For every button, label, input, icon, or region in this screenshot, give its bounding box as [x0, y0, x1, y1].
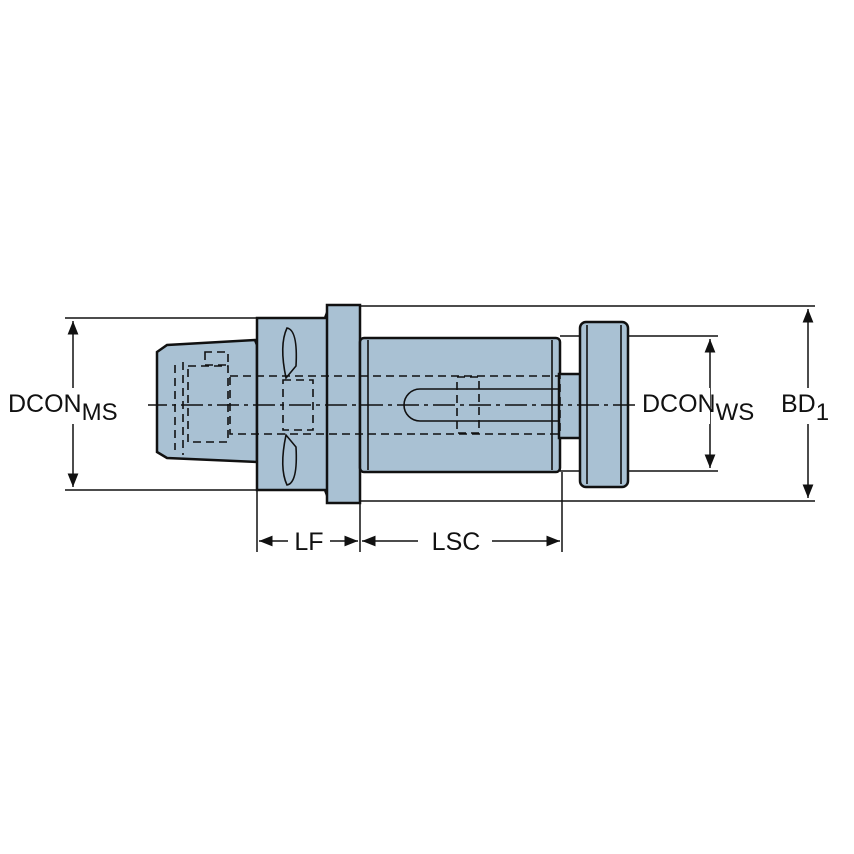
flange-collar: [325, 303, 362, 505]
lsc-label: LSC: [432, 528, 481, 556]
bd1-label: BD1: [781, 390, 829, 426]
dcon-ms-label: DCONMS: [8, 390, 118, 426]
dcon-ws-label: DCONWS: [642, 390, 754, 426]
neck: [557, 372, 584, 440]
collet-nose: [155, 338, 259, 464]
tool-body: [155, 303, 630, 505]
lf-label: LF: [294, 528, 323, 556]
